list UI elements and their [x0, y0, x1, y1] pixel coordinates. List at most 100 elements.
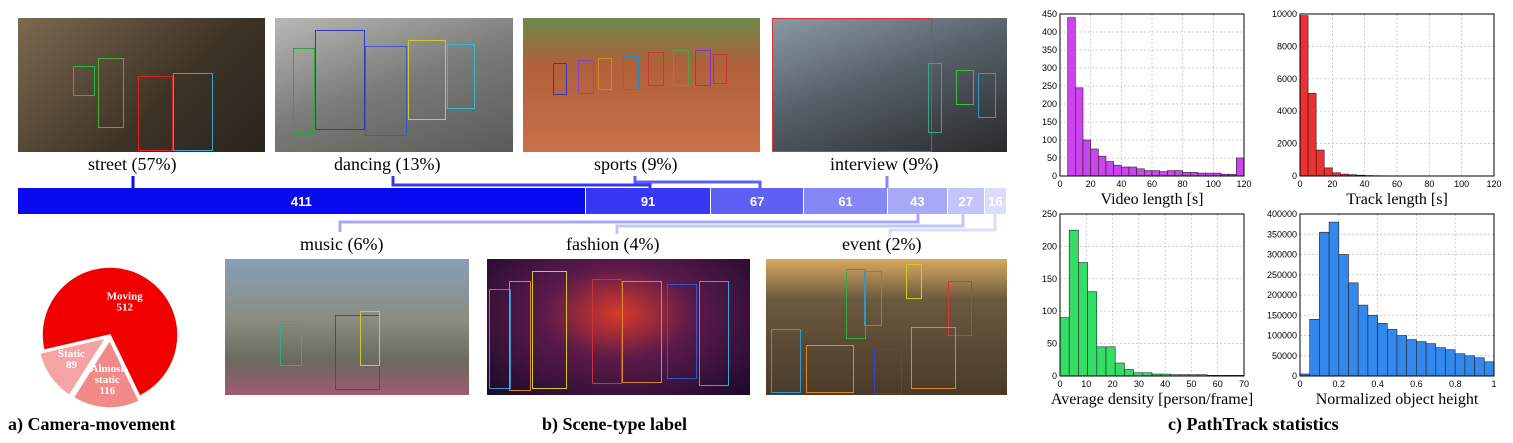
y-tick-label: 2000 — [1277, 139, 1297, 149]
histogram-bar — [1190, 172, 1199, 177]
histogram-bar — [1114, 362, 1125, 377]
scene-bar-segment: 16 — [984, 188, 1007, 214]
svg-text:116: 116 — [99, 385, 115, 397]
plot-frame — [1059, 13, 1245, 177]
histogram-bar — [1474, 357, 1485, 377]
svg-text:Static: Static — [58, 348, 85, 360]
x-tick-label: 0.4 — [1371, 379, 1384, 389]
x-axis-label: Video length [s] — [1100, 191, 1203, 208]
histogram-bar — [1182, 172, 1191, 177]
y-tick-label: 4000 — [1277, 106, 1297, 116]
histogram-bar — [1136, 168, 1145, 177]
x-tick-label: 0.8 — [1449, 379, 1462, 389]
y-tick-label: 300000 — [1267, 250, 1297, 260]
scene-bar-segment: 43 — [888, 188, 948, 214]
x-tick-label: 70 — [1239, 379, 1249, 389]
scene-photo-interview — [772, 18, 1007, 152]
y-tick-label: 200 — [1042, 241, 1057, 251]
svg-text:89: 89 — [66, 359, 78, 371]
y-tick-label: 250 — [1042, 209, 1057, 219]
x-tick-label: 80 — [1424, 179, 1434, 189]
histogram-bar — [1151, 170, 1160, 177]
y-tick-label: 400000 — [1267, 209, 1297, 219]
svg-text:512: 512 — [116, 301, 133, 313]
pie-slice — [72, 338, 141, 409]
x-tick-label: 0 — [1057, 379, 1062, 389]
scene-label-fashion: fashion (4%) — [566, 234, 660, 254]
x-tick-label: 100 — [1206, 179, 1221, 189]
x-tick-label: 0.6 — [1410, 379, 1423, 389]
svg-text:static: static — [95, 374, 120, 386]
x-tick-label: 20 — [1108, 379, 1118, 389]
x-tick-label: 100 — [1454, 179, 1469, 189]
histogram-bar — [1167, 170, 1176, 177]
plot-frame — [1059, 213, 1245, 377]
scene-label-street: street (57%) — [88, 154, 177, 174]
y-tick-label: 0 — [1292, 371, 1297, 381]
histogram-bar — [1484, 361, 1495, 377]
y-tick-label: 50 — [1047, 339, 1057, 349]
histogram-bar — [1174, 170, 1183, 177]
histogram-bar — [1059, 317, 1070, 377]
x-tick-label: 40 — [1160, 379, 1170, 389]
y-tick-label: 50000 — [1272, 351, 1297, 361]
histogram-bar — [1078, 262, 1088, 377]
scene-label-sports: sports (9%) — [594, 154, 678, 174]
x-tick-label: 1 — [1491, 379, 1496, 389]
histogram-bar — [1067, 17, 1076, 177]
plot-frame — [1299, 213, 1495, 377]
caption-scene-type: b) Scene-type label — [542, 414, 687, 434]
histogram-bar — [1124, 369, 1134, 377]
x-tick-label: 20 — [1327, 179, 1337, 189]
pie-slice — [41, 266, 179, 398]
x-tick-label: 10 — [1081, 379, 1091, 389]
histogram-bar — [1323, 167, 1333, 177]
scene-bar-segment: 411 — [18, 188, 586, 214]
scene-label-music: music (6%) — [300, 234, 384, 254]
histogram-bar — [1387, 329, 1398, 377]
histogram-bar — [1144, 170, 1153, 177]
scene-photo-dancing — [275, 18, 513, 152]
y-tick-label: 8000 — [1277, 41, 1297, 51]
scene-bar-segment: 27 — [947, 188, 985, 214]
histogram-bar — [1425, 343, 1437, 377]
x-tick-label: 0.2 — [1333, 379, 1346, 389]
y-tick-label: 50 — [1047, 153, 1057, 163]
histogram-bar — [1309, 319, 1320, 377]
histogram-bar — [1105, 161, 1114, 177]
histogram-bar — [1299, 15, 1309, 177]
y-tick-label: 350000 — [1267, 229, 1297, 239]
x-axis-label: Normalized object height — [1316, 391, 1479, 408]
y-tick-label: 0 — [1052, 171, 1057, 181]
x-tick-label: 20 — [1086, 179, 1096, 189]
y-tick-label: 300 — [1042, 63, 1057, 73]
y-tick-label: 100000 — [1267, 331, 1297, 341]
y-tick-label: 400 — [1042, 27, 1057, 37]
histogram-bar — [1098, 155, 1107, 177]
histogram-bar — [1096, 346, 1107, 377]
x-tick-label: 80 — [1178, 179, 1188, 189]
plot-frame — [1299, 13, 1495, 177]
histogram-bar — [1315, 149, 1325, 177]
histogram-bar — [1090, 148, 1099, 177]
scene-label-event: event (2%) — [842, 234, 922, 254]
histogram-bar — [1445, 349, 1456, 377]
y-tick-label: 10000 — [1272, 9, 1297, 19]
y-tick-label: 150 — [1042, 274, 1057, 284]
y-tick-label: 200000 — [1267, 290, 1297, 300]
histogram-bar — [1068, 229, 1079, 377]
pie-slice — [38, 336, 108, 397]
scene-bar-segment: 91 — [585, 188, 712, 214]
x-tick-label: 40 — [1116, 179, 1126, 189]
x-tick-label: 0 — [1057, 179, 1062, 189]
scene-label-interview: interview (9%) — [830, 154, 939, 174]
scene-photo-sports — [523, 18, 760, 152]
y-tick-label: 250000 — [1267, 270, 1297, 280]
x-tick-label: 30 — [1134, 379, 1144, 389]
